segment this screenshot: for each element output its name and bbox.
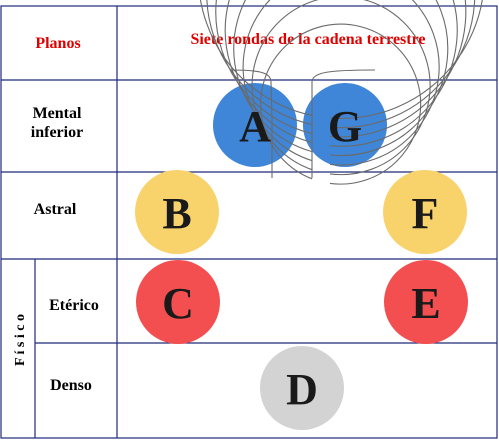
round-circle-c: [136, 260, 220, 344]
round-letter-f: F: [412, 189, 439, 238]
spiral-ring: [200, 0, 483, 119]
row-label-mental-line1: Mental: [33, 105, 82, 122]
round-letter-a: A: [239, 102, 271, 151]
spiral-ring: [233, 0, 449, 157]
round-letters: A G B F C E D: [162, 102, 441, 414]
round-letter-e: E: [411, 279, 440, 328]
row-label-mental-line2: inferior: [31, 124, 83, 141]
round-letter-b: B: [162, 189, 191, 238]
spiral-ring: [260, 23, 422, 185]
round-circle-b: [135, 170, 219, 254]
row-label-astral: Astral: [34, 201, 77, 218]
round-circle-f: [383, 170, 467, 254]
spiral-ring: [242, 0, 440, 166]
spiral-rings: [200, 0, 483, 185]
spiral-ring: [215, 0, 467, 138]
round-letter-c: C: [162, 279, 194, 328]
table-border: [0, 5, 498, 439]
round-circle-g: [303, 83, 387, 167]
planes-header: Planos: [35, 35, 80, 52]
spiral-exit-line: [311, 69, 376, 178]
spiral-ring: [251, 0, 431, 176]
diagram-title: Siete rondas de la cadena terrestre: [190, 31, 425, 48]
spiral-entry-line: [229, 69, 273, 178]
round-letter-d: D: [286, 365, 318, 414]
round-circle-e: [384, 260, 468, 344]
row-label-eterico: Etérico: [49, 297, 99, 314]
row-label-denso: Denso: [50, 377, 92, 394]
physical-group-label: F í s i c o: [13, 314, 28, 366]
spiral-ring: [206, 0, 476, 129]
round-letter-g: G: [328, 102, 362, 151]
round-fills: [135, 83, 468, 430]
round-circle-d: [260, 346, 344, 430]
